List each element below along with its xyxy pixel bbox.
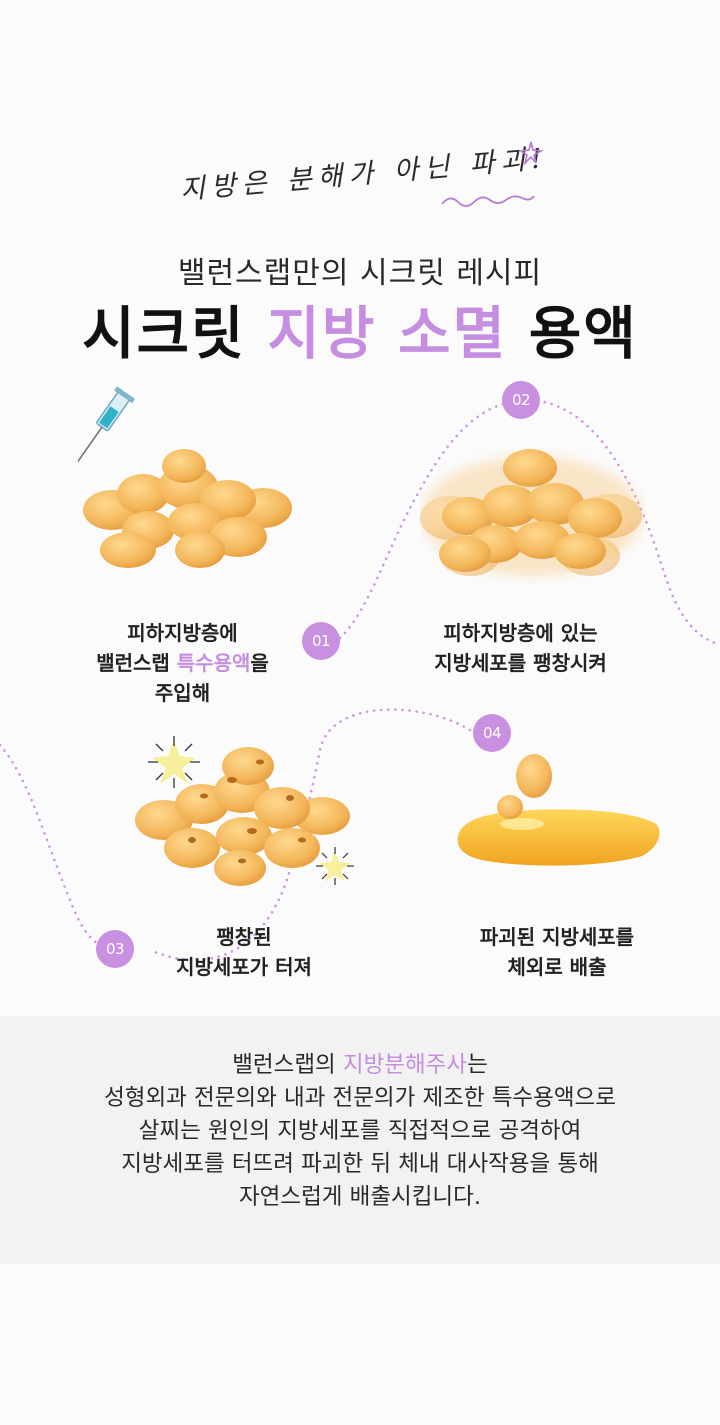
step-1-line2-after: 을 [250, 651, 269, 675]
step-1-text: 피하지방층에 밸런스랩 특수용액을 주입해 [60, 618, 305, 708]
step-badge-02: 02 [502, 381, 540, 419]
subtitle: 밸런스랩만의 시크릿 레시피 [177, 256, 543, 291]
description-line1: 밸런스랩의 지방분해주사는 [0, 1049, 720, 1082]
step-3-text: 팽창된 지방세포가 터져 [124, 922, 364, 982]
title-part2: 용액 [528, 301, 638, 367]
description-line4: 지방세포를 터뜨려 파괴한 뒤 체내 대사작용을 통해 [121, 1151, 599, 1177]
step-4-line1: 파괴된 지방세포를 [479, 925, 635, 949]
step-badge-01: 01 [302, 622, 340, 660]
step-1-line3: 주입해 [154, 681, 211, 705]
description-line2: 성형외과 전문의와 내과 전문의가 제조한 특수용액으로 [104, 1085, 616, 1111]
step-4-text: 파괴된 지방세포를 체외로 배출 [436, 922, 678, 982]
squiggle-underline-icon [441, 195, 535, 207]
syringe-fat-cells-icon [78, 386, 292, 568]
bursting-fat-cells-icon [135, 736, 354, 886]
description-line3: 살찌는 원인의 지방세포를 직접적으로 공격하여 [138, 1118, 582, 1144]
step-1-highlight: 특수용액 [176, 651, 251, 675]
page-title: 시크릿 지방 소멸 용액 [0, 288, 720, 370]
description: 밸런스랩의 지방분해주사는 성형외과 전문의와 내과 전문의가 제조한 특수용액… [0, 1049, 720, 1214]
description-line5: 자연스럽게 배출시킵니다. [238, 1184, 481, 1210]
sparkle-icon [518, 141, 544, 166]
step-1-line2-before: 밸런스랩 [96, 651, 177, 675]
step-3-line2: 지방세포가 터져 [176, 955, 312, 979]
step-1-line2: 밸런스랩 특수용액을 [60, 648, 305, 678]
description-box [0, 1016, 720, 1264]
step-1-line1: 피하지방층에 [127, 621, 238, 645]
step-badge-03: 03 [96, 930, 134, 968]
title-highlight: 지방 소멸 [267, 301, 508, 367]
description-line1-after: 는 [467, 1052, 488, 1078]
step-badge-04: 04 [473, 714, 511, 752]
step-2-line1: 피하지방층에 있는 [443, 621, 598, 645]
description-highlight: 지방분해주사 [342, 1052, 468, 1078]
step-2-text: 피하지방층에 있는 지방세포를 팽창시켜 [398, 618, 643, 678]
title-part1: 시크릿 [82, 301, 246, 367]
melted-fat-icon [457, 754, 660, 866]
step-2-line2: 지방세포를 팽창시켜 [434, 651, 607, 675]
swelling-fat-cells-icon [420, 449, 642, 576]
step-3-line1: 팽창된 [216, 925, 272, 949]
step-4-line2: 체외로 배출 [507, 955, 607, 979]
description-line1-before: 밸런스랩의 [232, 1052, 343, 1078]
